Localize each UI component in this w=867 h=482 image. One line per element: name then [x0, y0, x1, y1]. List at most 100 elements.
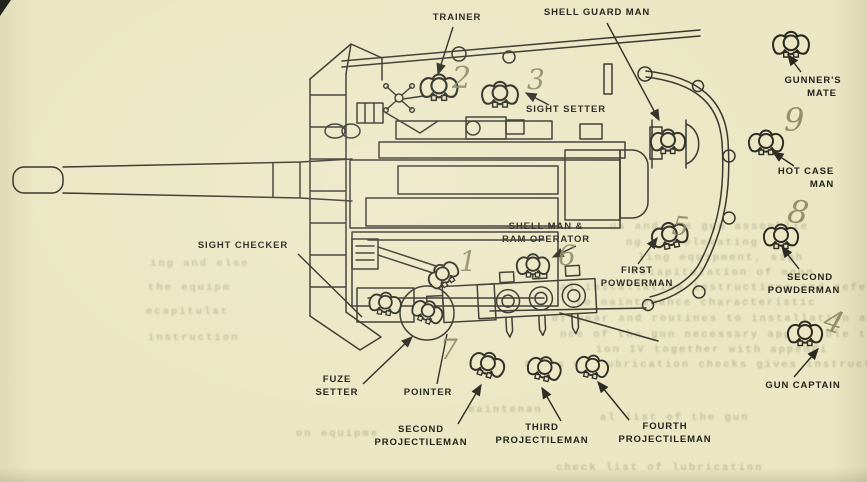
bleed-through-line: of year and routines to installation an — [552, 313, 867, 325]
pencil-number-pointer: 1 — [459, 245, 477, 278]
transfer-rail-outer — [645, 70, 730, 304]
label-line: MAN — [809, 179, 835, 190]
pencil-number-trainer: 2 — [452, 61, 472, 96]
label-line: SHELL GUARD MAN — [543, 7, 651, 18]
bleed-through-line: tions of lubrication checks gives instru… — [524, 359, 867, 371]
label-line: GUNNER'S — [784, 75, 842, 86]
label-line: HOT CASE — [777, 166, 835, 177]
pointer-station-circle — [399, 285, 455, 341]
transfer-rail-inner — [645, 76, 724, 298]
label-line: FOURTH — [642, 421, 688, 432]
shield-left-panel — [309, 73, 347, 317]
leader-shell-man-ram-operator — [551, 245, 577, 258]
rail-roller — [692, 285, 706, 299]
bleed-through-line: ling equipment, sigh — [638, 252, 805, 264]
label-line: SHELL MAN & — [508, 221, 584, 232]
pencil-number-gun-captain: 4 — [819, 302, 849, 343]
barrel-muzzle — [12, 166, 64, 194]
label-first-powderman: FIRST POWDERMAN — [601, 264, 674, 290]
bleed-through-line: to maintenance characteristic — [576, 297, 817, 309]
label-line: THIRD — [525, 422, 559, 433]
label-fourth-projectileman: FOURTH PROJECTILEMAN — [619, 420, 712, 446]
label-line: PROJECTILEMAN — [618, 434, 712, 445]
bleed-through-line: ecapitulat — [146, 306, 230, 318]
leader-gun-captain — [793, 347, 819, 378]
top-rail — [341, 29, 701, 68]
label-line: SIGHT SETTER — [526, 104, 606, 115]
label-line: TRAINER — [432, 12, 482, 23]
bleed-through-line: check list of lubrication — [556, 462, 764, 474]
label-sight-setter: SIGHT SETTER — [526, 103, 606, 116]
leader-trainer — [436, 26, 454, 76]
label-line: SECOND — [786, 272, 834, 283]
shield-bottom-edge — [309, 311, 382, 351]
label-line: FIRST — [621, 265, 653, 276]
bleed-through-line: instruction — [148, 332, 240, 344]
callout-leaders — [297, 22, 819, 425]
label-line: SETTER — [315, 387, 359, 398]
label-line: PROJECTILEMAN — [374, 437, 468, 448]
label-hot-case-man: HOT CASE MAN — [778, 165, 834, 191]
label-gunners-mate: GUNNER'S MATE — [785, 74, 842, 100]
label-line: SIGHT CHECKER — [197, 240, 289, 251]
leader-third-projectileman — [541, 386, 562, 422]
bleed-through-line: recapitulation of moun — [632, 267, 815, 279]
bleed-through-line: the equipm — [148, 282, 232, 294]
gun-barrel — [62, 158, 353, 202]
leader-hot-case-man — [771, 151, 795, 167]
scan-corner-artifact — [0, 0, 11, 16]
bleed-through-line: on equipme — [296, 428, 380, 440]
gun-mount-drawing — [12, 29, 736, 351]
rail-roller — [722, 149, 736, 163]
label-line: POINTER — [403, 387, 453, 398]
pencil-number-sight-setter: 3 — [527, 63, 545, 96]
bleed-through-line: ing and else — [150, 258, 250, 270]
stanchion-post — [603, 63, 613, 95]
leader-sight-checker — [297, 253, 363, 318]
leader-fuze-setter — [362, 336, 414, 385]
label-line: RAM OPERATOR — [501, 234, 591, 245]
label-line: POWDERMAN — [600, 278, 674, 289]
pencil-number-hot-case-man: 9 — [784, 101, 805, 139]
bleed-through-line: al installation instructions and refer — [560, 282, 867, 294]
pencil-number-second-projectileman: 7 — [440, 333, 458, 366]
label-line: FUZE — [322, 374, 352, 385]
rail-roller — [691, 79, 705, 93]
leader-first-powderman — [637, 236, 658, 265]
label-line: PROJECTILEMAN — [495, 435, 589, 446]
leader-shell-guard-man — [606, 22, 660, 122]
rail-knob — [451, 46, 467, 62]
platform-edges — [489, 307, 659, 342]
leader-pointer — [436, 333, 448, 385]
leader-fourth-projectileman — [597, 380, 630, 421]
pencil-number-first-powderman: 5 — [670, 211, 691, 243]
leader-sight-setter — [524, 92, 550, 106]
label-line: GUN CAPTAIN — [765, 380, 841, 391]
label-pointer: POINTER — [404, 386, 453, 399]
label-line: MATE — [807, 88, 837, 99]
label-third-projectileman: THIRD PROJECTILEMAN — [496, 421, 589, 447]
label-sight-checker: SIGHT CHECKER — [198, 239, 288, 252]
rail-roller — [722, 211, 736, 225]
rail-roller — [641, 298, 655, 312]
bleed-through-line: maintenan — [468, 404, 543, 416]
sight-setter-pedestal — [465, 116, 525, 140]
pencil-number-shell-man-ram-operator: 6 — [558, 239, 576, 272]
label-gun-captain: GUN CAPTAIN — [765, 379, 840, 392]
label-shell-man-ram-operator: SHELL MAN & RAM OPERATOR — [502, 220, 590, 246]
label-line: POWDERMAN — [767, 285, 841, 296]
rail-roller — [637, 66, 653, 82]
label-shell-guard-man: SHELL GUARD MAN — [544, 6, 650, 19]
label-fuze-setter: FUZE SETTER — [316, 373, 359, 399]
bleed-through-line: al list of the gun — [600, 412, 750, 424]
label-second-projectileman: SECOND PROJECTILEMAN — [375, 423, 468, 449]
label-second-powderman: SECOND POWDERMAN — [768, 271, 847, 297]
rail-knob — [502, 50, 516, 64]
leader-gunners-mate — [787, 53, 802, 73]
bleed-through-line: ion IV together with appendi — [596, 344, 829, 356]
label-trainer: TRAINER — [433, 11, 482, 24]
